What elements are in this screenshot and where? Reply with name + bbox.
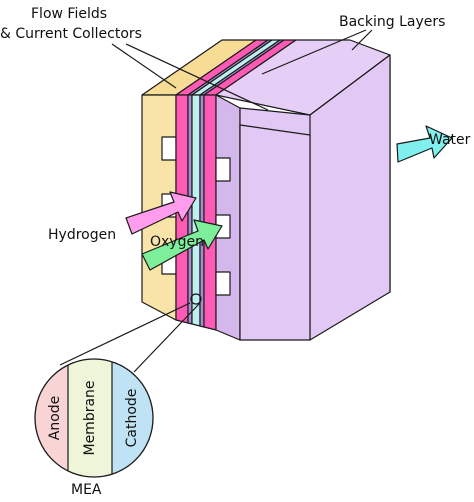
mea-circle-outline <box>34 358 154 478</box>
water-arrow-shape <box>396 125 453 163</box>
cathode-flow-field-block <box>215 39 391 341</box>
anode-channel-1 <box>161 136 177 161</box>
membrane-front <box>191 94 201 327</box>
cathode-block-top <box>215 39 391 116</box>
backing-leader-1 <box>261 29 367 75</box>
water-label: Water <box>429 132 471 148</box>
flow-fields-leader-2 <box>125 43 269 111</box>
mea-anode-label: Anode <box>47 396 63 441</box>
cathode-channel-1 <box>215 157 231 182</box>
mea-label: MEA <box>71 482 102 498</box>
oxygen-arrow <box>141 219 223 271</box>
layer-stack-tops <box>175 39 297 96</box>
mea-cathode-label: Cathode <box>124 389 140 448</box>
mea-zoom-line-1 <box>59 302 191 366</box>
mea-membrane-region <box>68 359 112 477</box>
hydrogen-label: Hydrogen <box>48 227 116 243</box>
hydrogen-arrow-shape <box>125 191 197 235</box>
oxygen-label: Oxygen <box>150 234 204 250</box>
leader-lines <box>59 29 373 373</box>
backing-layers-label: Backing Layers <box>339 14 445 30</box>
backing-leader-2 <box>351 29 373 51</box>
flow-fields-leader-1 <box>111 43 177 89</box>
mea-membrane-label: Membrane <box>82 380 98 455</box>
cathode-block-main-face <box>239 124 311 341</box>
mea-zoom-circle <box>190 293 202 305</box>
oxygen-arrow-shape <box>141 219 223 271</box>
mea-zoom-line-2 <box>133 302 201 373</box>
water-arrow <box>396 125 453 163</box>
mea-detail: Anode Membrane Cathode <box>34 358 154 478</box>
flow-fields-label-line1: Flow Fields <box>31 6 107 22</box>
cathode-backing-front <box>203 94 217 331</box>
cathode-channel-3 <box>215 271 231 296</box>
hydrogen-arrow <box>125 191 197 235</box>
flow-fields-label-line2: & Current Collectors <box>0 26 142 42</box>
